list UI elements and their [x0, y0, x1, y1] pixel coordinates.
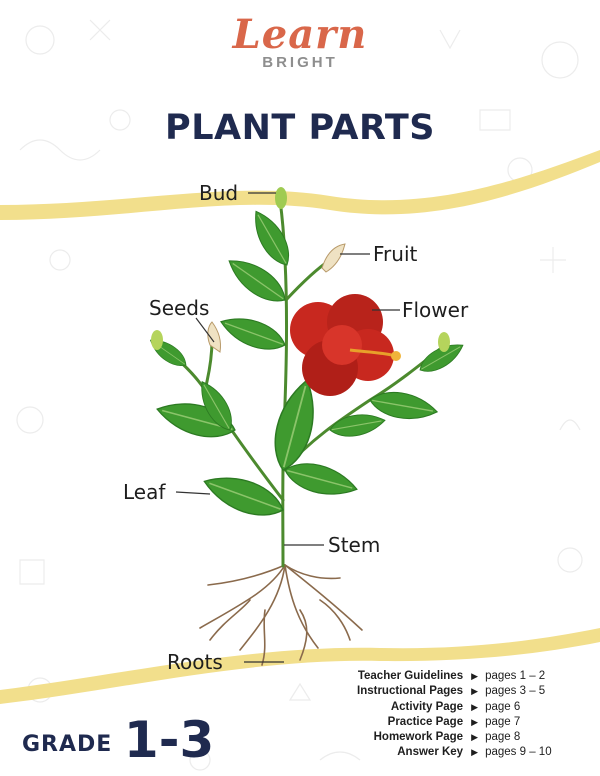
contents-row: Practice Page ▶ page 7: [357, 715, 552, 730]
arrow-icon: ▶: [471, 732, 479, 743]
contents-pages: page 8: [485, 731, 521, 744]
fruit-pod: [321, 243, 346, 273]
contents-list: Teacher Guidelines ▶ pages 1 – 2 Instruc…: [357, 669, 552, 761]
label-fruit: Fruit: [373, 242, 418, 266]
contents-section: Answer Key: [397, 746, 464, 759]
contents-section: Instructional Pages: [357, 685, 464, 698]
contents-section: Teacher Guidelines: [357, 670, 464, 682]
label-stem: Stem: [328, 533, 381, 557]
label-roots: Roots: [167, 650, 223, 674]
contents-row: Homework Page ▶ page 8: [357, 730, 552, 745]
label-leaf: Leaf: [123, 480, 166, 504]
arrow-icon: ▶: [471, 747, 479, 758]
bud-top: [275, 187, 287, 209]
brand-name: Learn: [232, 11, 368, 58]
contents-section: Homework Page: [373, 731, 464, 744]
contents-row: Teacher Guidelines ▶ pages 1 – 2: [357, 669, 552, 684]
flower-bloom: [290, 294, 401, 396]
contents-section: Practice Page: [387, 715, 464, 728]
bud-left: [151, 330, 163, 350]
contents-pages: pages 3 – 5: [485, 685, 546, 698]
label-bud: Bud: [199, 181, 239, 205]
grade-range: 1-3: [123, 711, 215, 769]
brand-logo: Learn BRIGHT: [0, 11, 600, 72]
seed-pod: [207, 321, 221, 353]
contents-pages: pages 1 – 2: [485, 670, 546, 682]
contents-row: Instructional Pages ▶ pages 3 – 5: [357, 684, 552, 699]
arrow-icon: ▶: [471, 716, 479, 727]
contents-row: Answer Key ▶ pages 9 – 10: [357, 745, 552, 760]
roots: [199, 564, 363, 666]
arrow-icon: ▶: [471, 686, 479, 697]
top-band: [0, 150, 600, 220]
contents-pages: page 6: [485, 700, 521, 713]
grade-level: GRADE 1-3: [22, 705, 214, 769]
arrow-icon: ▶: [471, 701, 479, 712]
page-title: PLANT PARTS: [165, 108, 435, 148]
label-seeds: Seeds: [149, 296, 210, 320]
contents-row: Activity Page ▶ page 6: [357, 700, 552, 715]
contents-section: Activity Page: [390, 700, 464, 713]
contents-pages: page 7: [485, 715, 521, 728]
label-flower: Flower: [402, 298, 469, 322]
brand-subtitle: BRIGHT: [262, 54, 338, 71]
arrow-icon: ▶: [471, 671, 479, 681]
bud-right: [438, 332, 450, 352]
contents-pages: pages 9 – 10: [485, 746, 552, 759]
grade-word: GRADE: [22, 732, 113, 757]
